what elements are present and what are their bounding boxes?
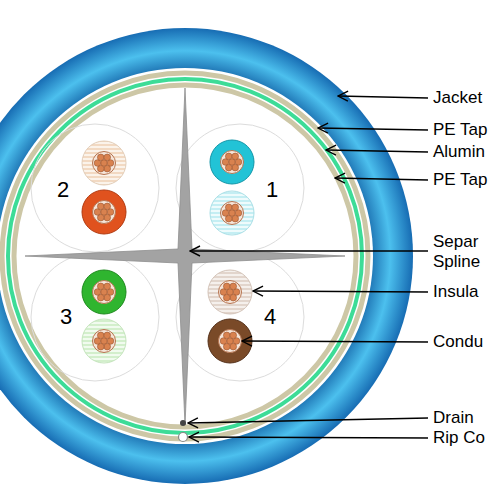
conductor bbox=[93, 330, 116, 353]
leader-line bbox=[253, 291, 428, 292]
part-label: Alumin bbox=[433, 143, 485, 162]
leader-line bbox=[188, 418, 428, 423]
pair-outline bbox=[31, 124, 159, 252]
wire-insulation bbox=[82, 270, 126, 314]
leader-lines bbox=[188, 96, 428, 438]
conductor bbox=[221, 202, 244, 225]
rip-cord bbox=[179, 433, 188, 442]
leader-line bbox=[338, 96, 428, 98]
drain-wire bbox=[180, 420, 186, 426]
part-label: Jacket bbox=[433, 89, 482, 108]
pe-tape-inner bbox=[14, 85, 356, 427]
pe-tape-outer bbox=[2, 73, 368, 439]
leader-line bbox=[318, 128, 428, 130]
wire-insulation bbox=[210, 140, 254, 184]
conductor bbox=[219, 281, 242, 304]
wire-insulation bbox=[82, 190, 126, 234]
leader-line bbox=[326, 150, 428, 152]
callout-number: 2 bbox=[57, 178, 69, 202]
callout-number: 4 bbox=[264, 305, 276, 329]
part-label: Condu bbox=[433, 333, 483, 352]
leader-line bbox=[242, 341, 428, 342]
wire-insulation bbox=[82, 141, 126, 185]
wire-insulation bbox=[208, 270, 252, 314]
separator-spline bbox=[25, 88, 345, 425]
leader-line bbox=[189, 437, 428, 438]
pair-outline bbox=[176, 253, 304, 381]
jacket-inner bbox=[0, 68, 373, 444]
leader-line bbox=[190, 250, 428, 251]
leader-line bbox=[335, 178, 428, 180]
conductor bbox=[93, 152, 116, 175]
wire-insulation bbox=[82, 319, 126, 363]
conductor bbox=[221, 151, 244, 174]
part-label: Rip Co bbox=[433, 429, 485, 448]
pair-outline bbox=[31, 253, 159, 381]
part-label: Insula bbox=[433, 283, 478, 302]
conductor bbox=[93, 201, 116, 224]
part-label: Drain bbox=[433, 409, 474, 428]
conductor bbox=[93, 281, 116, 304]
aluminum-foil bbox=[8, 79, 362, 433]
part-label: PE Tap bbox=[433, 171, 488, 190]
pair-outline bbox=[176, 124, 304, 252]
wire-insulation bbox=[210, 191, 254, 235]
callout-number: 3 bbox=[60, 305, 72, 329]
conductor bbox=[219, 330, 242, 353]
part-label: Spline bbox=[433, 253, 480, 272]
part-label: Separ bbox=[433, 233, 478, 252]
part-label: PE Tap bbox=[433, 121, 488, 140]
callout-number: 1 bbox=[266, 178, 278, 202]
